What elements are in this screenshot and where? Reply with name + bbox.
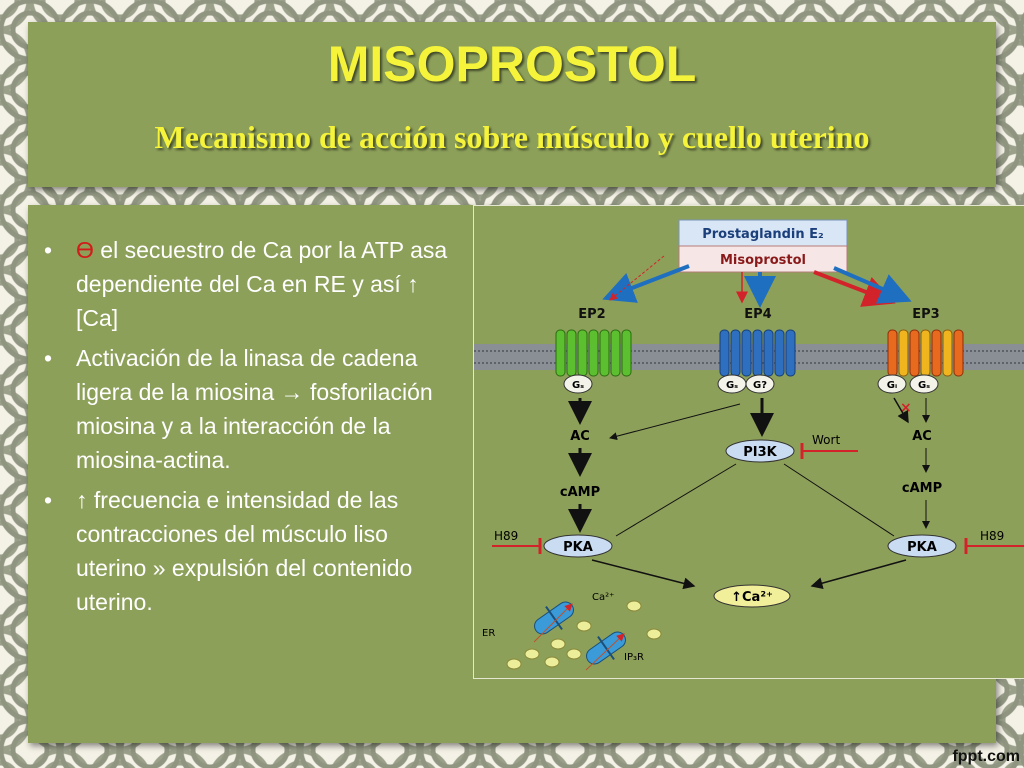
prostaglandin-label: Prostaglandin E₂ bbox=[702, 227, 824, 242]
er-label: ER bbox=[482, 628, 495, 639]
bullet-text: Activación de la linasa de cadena ligera… bbox=[76, 345, 433, 473]
weak-arrow-ep2 bbox=[609, 255, 665, 301]
ip3r-label: IP₃R bbox=[624, 652, 644, 663]
slide-title: MISOPROSTOL bbox=[327, 36, 697, 92]
ac-left-label: AC bbox=[570, 429, 590, 444]
ep2-gs-badge bbox=[563, 374, 593, 394]
h89-right-label: H89 bbox=[980, 529, 1004, 543]
wort-label: Wort bbox=[812, 433, 840, 447]
bullet-text: ↑ frecuencia e intensidad de las contrac… bbox=[76, 487, 413, 615]
ep2-label: EP2 bbox=[578, 307, 605, 322]
h89-left-label: H89 bbox=[494, 529, 518, 543]
svg-text:PI3K: PI3K bbox=[743, 445, 777, 460]
pka-right-node bbox=[887, 534, 957, 558]
arrow-blue-ep3 bbox=[833, 266, 912, 304]
pathway-figure: Prostaglandin E₂ Misoprostol EP2 EP4 EP3 bbox=[473, 205, 1024, 679]
bullet-item: Activación de la linasa de cadena ligera… bbox=[40, 341, 460, 477]
ep4-receptor bbox=[719, 329, 796, 377]
bullet-item: Ɵ el secuestro de Ca por la ATP asa depe… bbox=[40, 233, 460, 335]
er-channel-lower bbox=[586, 631, 626, 665]
arrow-to-ep2 bbox=[602, 264, 690, 303]
footer-brand: fppt.com bbox=[952, 748, 1020, 765]
ep3-label: EP3 bbox=[912, 307, 939, 322]
svg-text:Gᵢ: Gᵢ bbox=[887, 380, 897, 391]
svg-text:G?: G? bbox=[753, 380, 767, 391]
ep3-gs-badge bbox=[909, 374, 939, 394]
misoprostol-label: Misoprostol bbox=[720, 253, 806, 268]
prostaglandin-box bbox=[678, 219, 848, 247]
title-banner: MISOPROSTOL Mecanismo de acción sobre mú… bbox=[28, 22, 996, 187]
er-channel-upper bbox=[534, 601, 574, 635]
svg-text:PKA: PKA bbox=[907, 540, 937, 555]
misoprostol-box bbox=[678, 245, 848, 273]
ep4-gq-badge bbox=[745, 374, 775, 394]
pka-left-node bbox=[543, 534, 613, 558]
svg-text:PKA: PKA bbox=[563, 540, 593, 555]
svg-text:Gₛ: Gₛ bbox=[572, 380, 584, 391]
calcium-dots bbox=[506, 600, 662, 670]
calcium-node bbox=[713, 584, 791, 608]
pi3k-node bbox=[725, 439, 795, 463]
bullet-list: Ɵ el secuestro de Ca por la ATP asa depe… bbox=[40, 233, 460, 625]
inhibition-symbol: Ɵ bbox=[76, 237, 94, 263]
ep3-receptor bbox=[887, 329, 964, 377]
pathway-diagram: Prostaglandin E₂ Misoprostol EP2 EP4 EP3 bbox=[474, 219, 1024, 671]
inhibition-x-mark: × bbox=[900, 400, 912, 416]
slide-subtitle: Mecanismo de acción sobre músculo y cuel… bbox=[154, 119, 870, 155]
ep2-receptor bbox=[555, 329, 632, 377]
bullet-text: el secuestro de Ca por la ATP asa depend… bbox=[76, 237, 448, 331]
content-panel: Ɵ el secuestro de Ca por la ATP asa depe… bbox=[28, 205, 1024, 743]
bullet-item: ↑ frecuencia e intensidad de las contrac… bbox=[40, 483, 460, 619]
svg-text:Gₛ: Gₛ bbox=[726, 380, 738, 391]
ep3-gi-badge bbox=[877, 374, 907, 394]
camp-left-label: cAMP bbox=[560, 485, 600, 500]
ac-right-label: AC bbox=[912, 429, 932, 444]
ep4-label: EP4 bbox=[744, 307, 771, 322]
ca-label: Ca²⁺ bbox=[592, 592, 614, 603]
camp-right-label: cAMP bbox=[902, 481, 942, 496]
svg-text:Gₛ: Gₛ bbox=[918, 380, 930, 391]
svg-text:↑Ca²⁺: ↑Ca²⁺ bbox=[731, 590, 773, 605]
